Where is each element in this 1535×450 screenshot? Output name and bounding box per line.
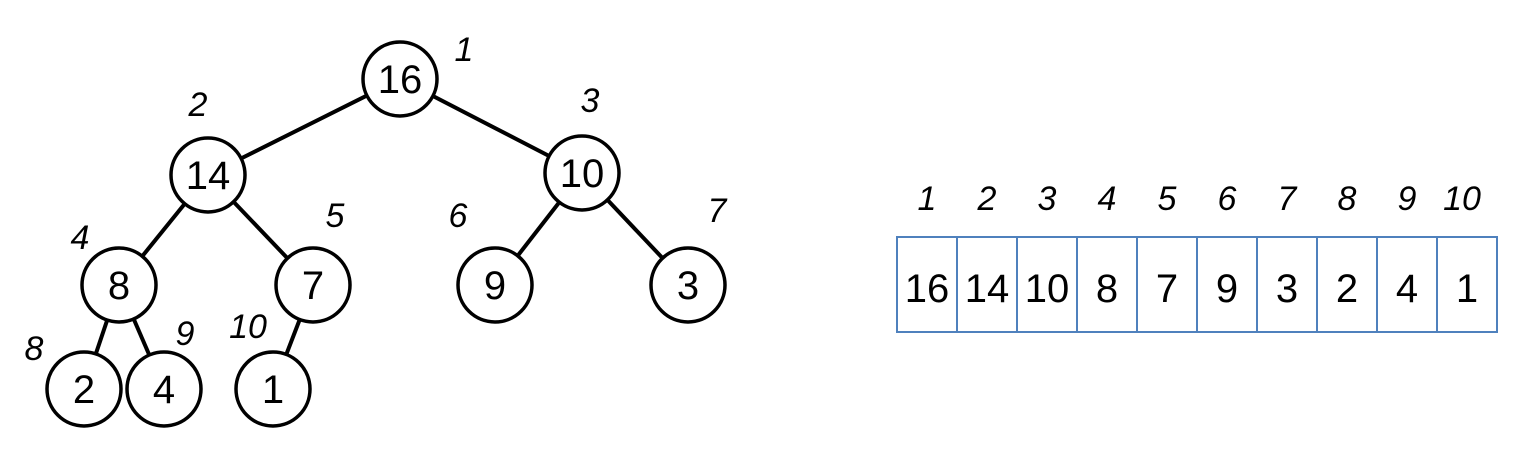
tree-node-circle	[80, 246, 158, 324]
tree-node-value: 16	[378, 58, 423, 102]
array-cell-box	[1076, 236, 1138, 333]
array-cell-value: 8	[1096, 267, 1118, 311]
tree-node-index: 10	[229, 308, 267, 346]
array-cell: 16 1	[896, 180, 958, 333]
tree-node: 16 1	[361, 31, 474, 118]
tree-node-value: 4	[153, 368, 175, 412]
tree-node-value: 3	[677, 264, 699, 308]
tree-node: 37	[649, 192, 728, 324]
array-cell-index: 2	[977, 180, 997, 218]
array-cell-index: 6	[1218, 180, 1237, 218]
array-cell-value: 2	[1336, 267, 1358, 311]
tree-node-index: 5	[326, 197, 345, 235]
tree-node-index: 8	[25, 330, 44, 368]
array-cell-index: 4	[1098, 180, 1117, 218]
array-cell-index: 5	[1158, 180, 1177, 218]
tree-node-circle	[649, 246, 727, 324]
array-cell-value: 3	[1276, 267, 1298, 311]
array-cell: 37	[1256, 180, 1318, 333]
array-cell-box	[1436, 236, 1498, 333]
tree-node-value: 1	[262, 368, 284, 412]
tree-node-value: 9	[484, 264, 506, 308]
array-cell: 10 3	[1016, 180, 1078, 333]
tree-node-value: 7	[302, 264, 324, 308]
array-cell-index: 9	[1398, 180, 1417, 218]
tree-node-circle	[234, 350, 312, 428]
tree-node-index: 3	[581, 82, 600, 120]
array-cell-box	[1376, 236, 1438, 333]
tree-node-index: 7	[708, 192, 728, 230]
array-cell-box	[956, 236, 1018, 333]
array-cell-value: 7	[1156, 267, 1178, 311]
array-cell: 96	[1196, 180, 1258, 333]
array-cell-box	[1016, 236, 1078, 333]
array-cell-index: 10	[1443, 180, 1481, 218]
tree-node-value: 2	[73, 368, 95, 412]
tree-node-index: 2	[188, 86, 208, 124]
array-cell-index: 7	[1278, 180, 1298, 218]
tree-node-value: 14	[186, 154, 231, 198]
tree-node-circle	[456, 246, 534, 324]
tree-node-index: 6	[449, 197, 468, 235]
array-cell-value: 10	[1025, 267, 1070, 311]
tree-node: 28	[25, 330, 123, 428]
tree-node-circle	[543, 134, 621, 212]
tree-node: 1 10	[229, 308, 312, 428]
array-cell-box	[1256, 236, 1318, 333]
tree-node: 96	[449, 197, 534, 324]
array-cell: 28	[1316, 180, 1378, 333]
array-cell: 14 2	[956, 180, 1018, 333]
array-cell-value: 9	[1216, 267, 1238, 311]
tree-node: 14 2	[169, 86, 247, 214]
array-cell-index: 3	[1038, 180, 1057, 218]
array-cell-box	[1196, 236, 1258, 333]
tree-node-circle	[45, 350, 123, 428]
array-cell-value: 4	[1396, 267, 1418, 311]
tree-node-circle	[169, 136, 247, 214]
array-cell-index: 1	[918, 180, 937, 218]
tree-node-circle	[274, 246, 352, 324]
array-cell-value: 1	[1456, 267, 1478, 311]
tree-node: 10 3	[543, 82, 621, 212]
array-cell: 1 10	[1436, 180, 1498, 333]
array-cell-value: 14	[965, 267, 1010, 311]
array-cell-value: 16	[905, 267, 950, 311]
array-cell-index: 8	[1338, 180, 1357, 218]
tree-node: 75	[274, 197, 352, 324]
array-cell: 75	[1136, 180, 1198, 333]
array-cell-box	[1316, 236, 1378, 333]
tree-node-index: 1	[455, 31, 474, 69]
array-cell: 84	[1076, 180, 1138, 333]
tree-node-circle	[361, 40, 439, 118]
tree-node-index: 4	[71, 219, 90, 257]
tree-node-value: 8	[108, 264, 130, 308]
array-cell: 49	[1376, 180, 1438, 333]
array-cell-box	[1136, 236, 1198, 333]
tree-node-circle	[125, 350, 203, 428]
tree-node: 49	[125, 315, 203, 428]
tree-node-index: 9	[176, 315, 195, 353]
tree-node: 84	[71, 219, 158, 324]
tree-node-value: 10	[560, 152, 605, 196]
